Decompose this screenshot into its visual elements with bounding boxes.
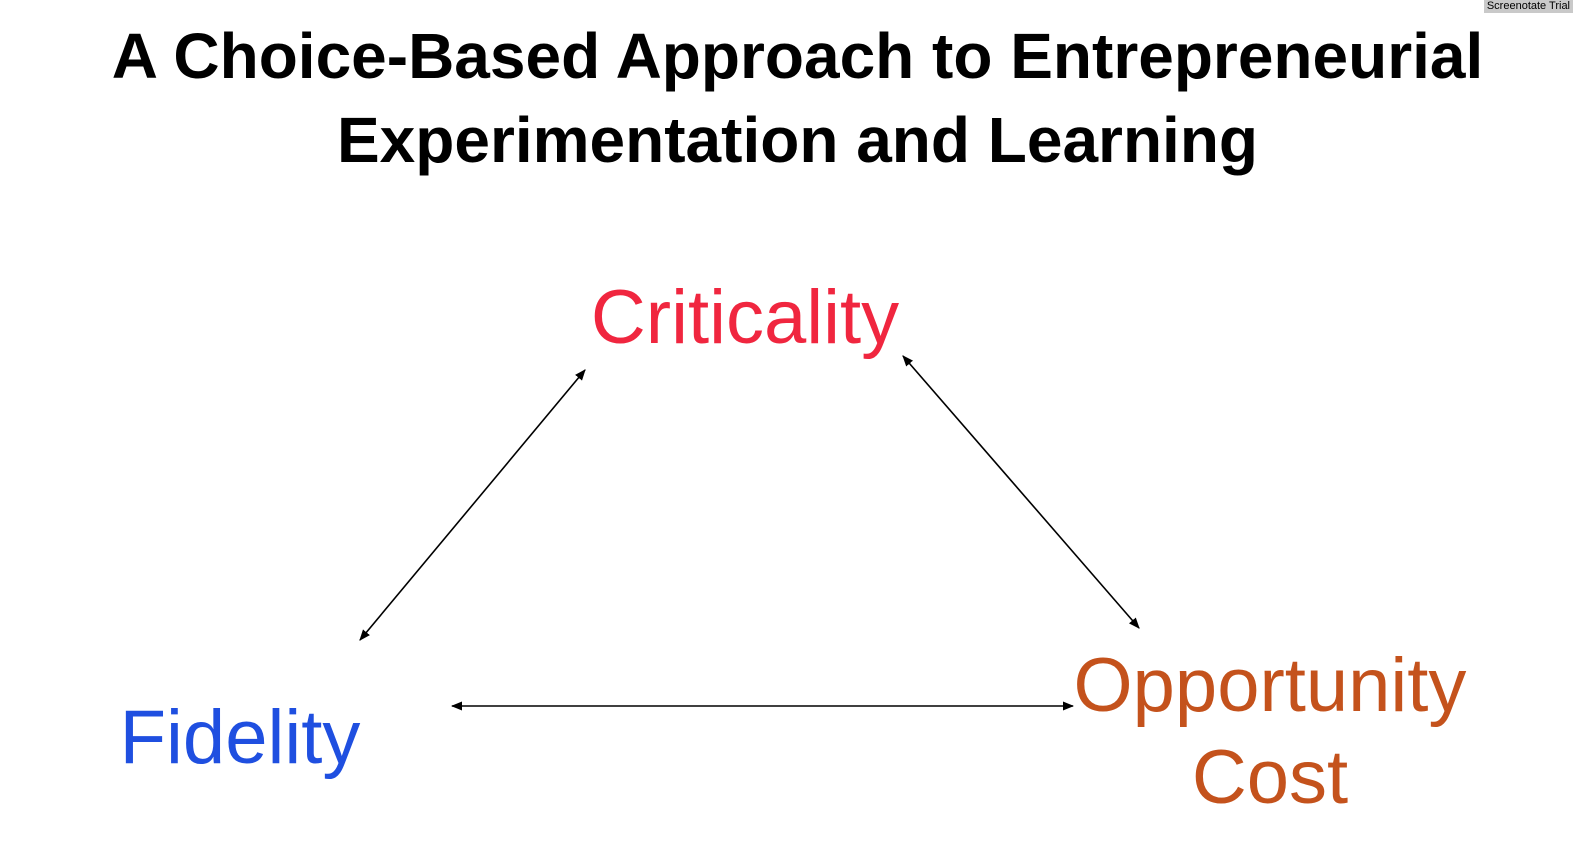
node-fidelity: Fidelity xyxy=(119,695,361,780)
edge-criticality-fidelity xyxy=(359,369,586,641)
slide-title: A Choice-Based Approach to Entrepreneuri… xyxy=(0,14,1595,182)
node-opportunity-cost: Opportunity Cost xyxy=(1040,640,1500,824)
node-opportunity-cost-line-2: Cost xyxy=(1191,735,1349,820)
node-criticality: Criticality xyxy=(590,275,900,360)
slide-title-line-1: A Choice-Based Approach to Entrepreneuri… xyxy=(111,20,1484,92)
edge-criticality-opportunity-cost xyxy=(902,355,1140,629)
slide-title-line-2: Experimentation and Learning xyxy=(336,104,1259,176)
node-opportunity-cost-line-1: Opportunity xyxy=(1073,643,1467,728)
watermark-badge: Screenotate Trial xyxy=(1483,0,1573,13)
